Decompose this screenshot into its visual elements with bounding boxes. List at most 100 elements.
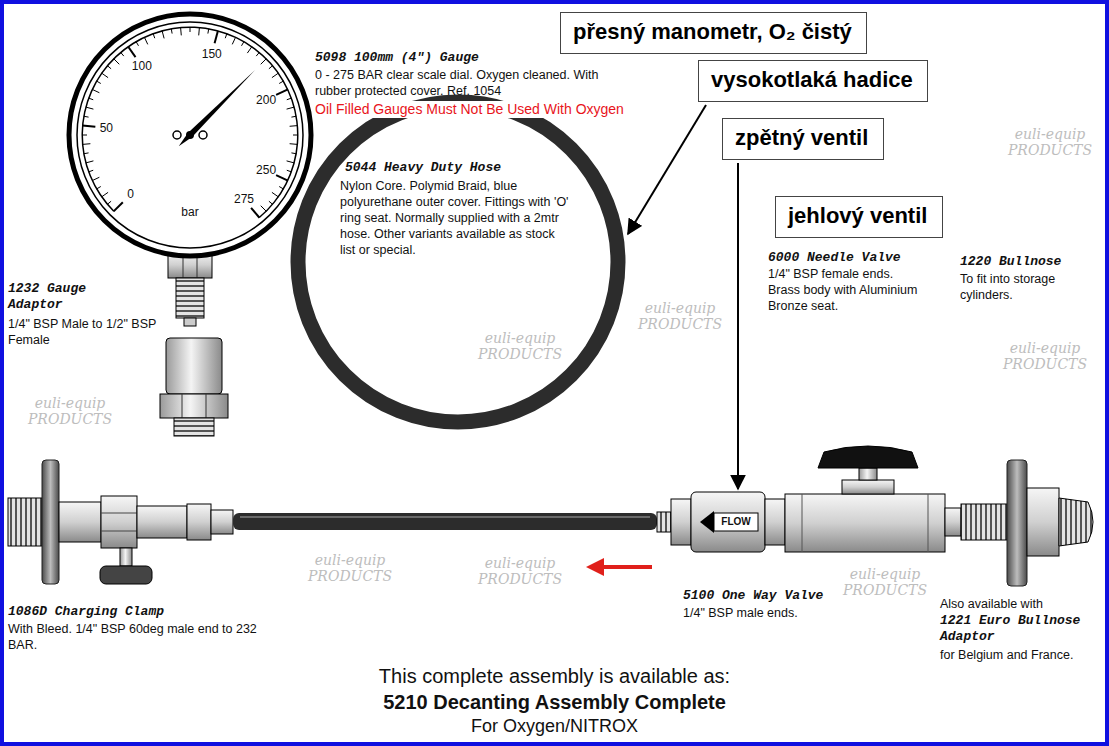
watermark: euli-equip PRODUCTS — [300, 552, 400, 584]
gauge-tick — [207, 29, 209, 34]
charging-clamp — [100, 566, 152, 584]
needle-valve — [859, 468, 877, 480]
gauge-tick — [247, 47, 252, 54]
gauge-tick — [114, 59, 120, 65]
gauge-tick — [84, 116, 89, 118]
leader-arrow — [628, 105, 706, 234]
gauge-needle — [179, 70, 255, 146]
gauge-tick — [287, 98, 292, 100]
gauge-tick — [144, 37, 147, 44]
needle-valve — [928, 494, 929, 552]
flow-direction-arrow — [586, 558, 604, 576]
bullnose-fitting — [961, 504, 1007, 540]
one-way-valve — [671, 499, 691, 545]
bullnose-fitting — [1059, 498, 1093, 546]
callout-text: jehlový ventil — [788, 203, 930, 229]
charging-clamp — [101, 496, 137, 548]
one-way-valve — [657, 512, 671, 532]
needle-valve — [785, 446, 945, 552]
hose — [233, 102, 657, 530]
gauge-tick — [215, 31, 218, 44]
one-way-valve — [657, 492, 785, 552]
flow-marking: FLOW — [721, 516, 750, 528]
part-description: 1/4" BSP female ends. Brass body with Al… — [768, 266, 928, 314]
part-title: 1220 Bullnose — [960, 254, 1061, 270]
watermark: euli-equip PRODUCTS — [1000, 126, 1100, 158]
charging-clamp — [59, 502, 101, 542]
gauge-tick — [269, 201, 273, 204]
hose — [240, 516, 650, 518]
part-description: To fit into storage cylinders. — [960, 271, 1090, 303]
pressure-gauge — [199, 131, 207, 139]
gauge-tick — [293, 135, 298, 136]
charging-clamp — [187, 504, 211, 540]
gauge-tick — [102, 192, 109, 197]
charging-clamp — [101, 531, 137, 532]
part-description: 1/4" BSP Male to 1/2" BSP Female — [8, 316, 158, 348]
charging-clamp — [120, 548, 132, 566]
gauge-tick — [279, 187, 283, 190]
warning-note: Oil Filled Gauges Must Not Be Used With … — [313, 101, 626, 118]
gauge-tick — [242, 41, 245, 45]
gauge-tick — [84, 152, 89, 154]
charging-clamp — [42, 460, 59, 584]
gauge-tick — [269, 66, 273, 69]
gauge-tick — [102, 73, 109, 78]
gauge-tick — [107, 66, 111, 69]
gauge-tick — [251, 208, 259, 218]
gauge-tick — [291, 116, 296, 118]
part-title: 6000 Needle Valve — [768, 250, 901, 266]
part-note: for Belgium and France. — [940, 647, 1073, 663]
needle-valve — [802, 494, 803, 552]
gauge-tick — [96, 81, 100, 84]
gauge-tick — [272, 192, 279, 197]
bullnose-fitting — [945, 508, 961, 536]
dial-number: 150 — [202, 47, 222, 61]
gauge-tick — [287, 161, 295, 163]
hose — [233, 513, 657, 530]
needle-valve — [785, 494, 945, 552]
charging-clamp — [101, 513, 137, 514]
gauge-tick — [287, 170, 292, 172]
pressure-gauge — [69, 14, 311, 326]
caption-line: This complete assembly is available as: — [0, 664, 1109, 688]
hose — [298, 102, 618, 422]
gauge-tick — [136, 41, 139, 45]
bullnose-fitting — [1007, 460, 1027, 586]
gauge-tick — [82, 27, 298, 218]
gauge-tick — [86, 161, 94, 163]
part-description: 0 - 275 BAR clear scale dial. Oxygen cle… — [315, 67, 615, 99]
callout-text: přesný manometr, O₂ čistý — [573, 19, 854, 45]
gauge-adaptor — [206, 394, 207, 418]
part-description: 1/4" BSP male ends. — [683, 605, 798, 621]
charging-clamp — [137, 506, 187, 538]
dial-number: 250 — [256, 163, 276, 177]
charging-clamp — [8, 460, 233, 584]
gauge-adaptor — [174, 418, 214, 436]
pressure-gauge — [176, 278, 204, 318]
one-way-valve — [700, 511, 714, 533]
pressure-gauge — [186, 131, 194, 139]
gauge-tick — [153, 34, 155, 39]
callout-box: jehlový ventil — [775, 196, 943, 238]
watermark: euli-equip PRODUCTS — [470, 555, 570, 587]
callout-box: přesný manometr, O₂ čistý — [560, 12, 867, 54]
callout-box: vysokotlaká hadice — [698, 60, 928, 102]
gauge-tick — [180, 27, 182, 35]
gauge-tick — [89, 98, 94, 100]
part-title: 5044 Heavy Duty Hose — [345, 160, 501, 176]
gauge-tick — [96, 187, 100, 190]
gauge-adaptor — [166, 338, 222, 394]
part-description: Nylon Core. Polymid Braid, blue polyuret… — [340, 178, 570, 258]
charging-clamp — [211, 510, 233, 534]
needle-valve — [842, 480, 894, 494]
part-title: 5098 100mm (4") Gauge — [315, 50, 479, 66]
pressure-gauge — [184, 318, 196, 326]
callout-text: zpětný ventil — [735, 125, 871, 151]
dial-number: 200 — [256, 93, 276, 107]
charging-clamp — [8, 498, 42, 546]
bullnose-fitting — [1027, 488, 1059, 556]
bullnose-fitting — [945, 460, 1093, 586]
gauge-tick — [225, 34, 227, 39]
